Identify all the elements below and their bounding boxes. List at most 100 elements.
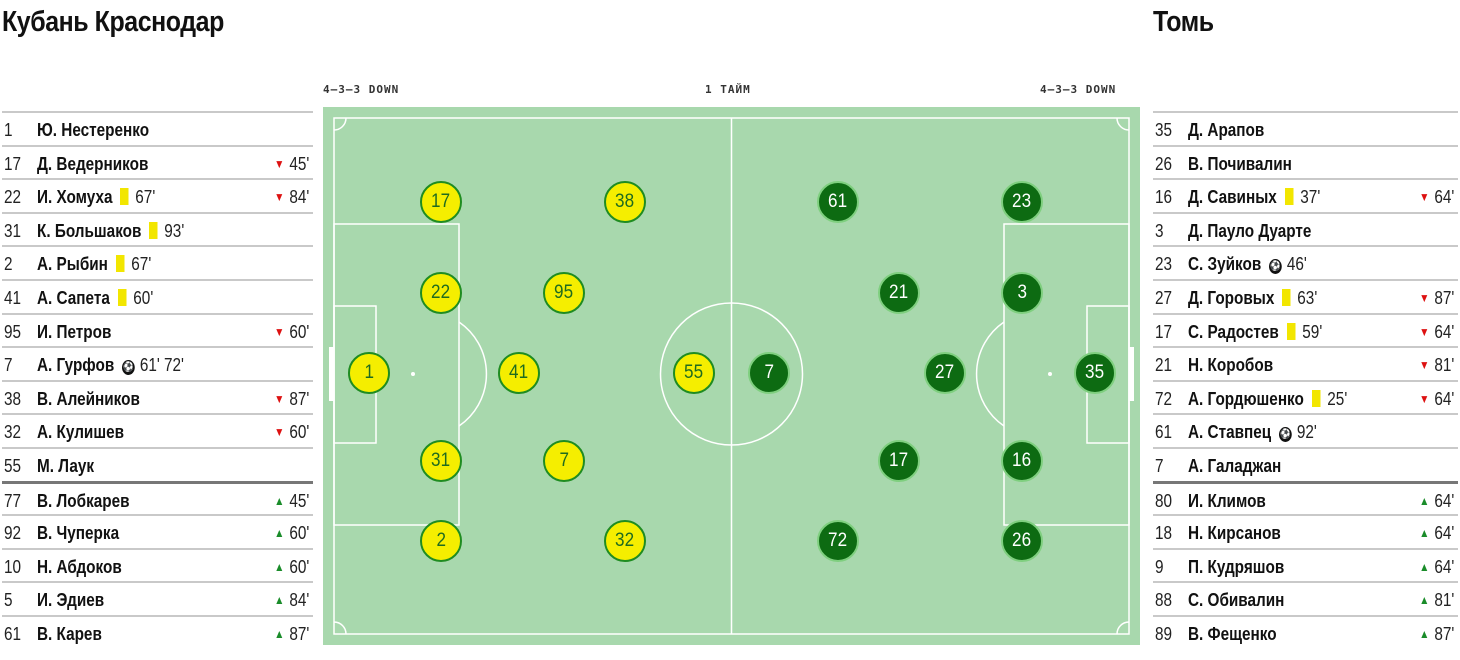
sub-minute: 64' [1434,556,1454,577]
yellow-card-icon [1286,322,1296,340]
home-player-marker[interactable]: 7 [543,440,585,482]
away-formation: 4–3–3 DOWN [1040,83,1117,96]
goal-ball-icon: ⚽ [122,360,135,376]
player-name: В. Лобкарев [37,490,130,511]
player-name: А. Гордюшенко [1188,388,1304,409]
player-number: 88 [1155,590,1173,611]
player-number: 10 [4,556,22,577]
substitution: ▼84' [274,187,309,208]
player-name: В. Алейников [37,388,140,409]
player-marker-number: 35 [1085,362,1105,383]
sub-minute: 84' [289,187,309,208]
home-player-marker[interactable]: 95 [543,272,585,314]
away-player-marker[interactable]: 7 [748,352,790,394]
roster-row: 41 А. Сапета 60' [2,278,313,313]
player-marker-number: 38 [615,191,635,212]
home-player-marker[interactable]: 55 [673,352,715,394]
substitution: ▼87' [1419,288,1454,309]
substitution: ▲60' [274,523,309,544]
home-player-marker[interactable]: 2 [420,520,462,562]
substitution: ▲64' [1419,523,1454,544]
player-events: 67' [115,254,152,275]
player-events: 60' [117,287,154,309]
away-player-marker[interactable]: 72 [817,520,859,562]
yellow-card-icon [1282,288,1291,306]
away-player-marker[interactable]: 16 [1001,440,1043,482]
sub-minute: 60' [289,523,309,544]
player-events: 63' [1282,288,1318,309]
home-player-marker[interactable]: 38 [604,181,646,223]
yellow-card-icon [117,288,127,306]
away-player-marker[interactable]: 61 [817,181,859,223]
player-number: 9 [1155,556,1164,577]
player-marker-number: 27 [935,362,955,383]
sub-minute: 60' [289,321,309,342]
home-player-marker[interactable]: 31 [420,440,462,482]
player-name: Ю. Нестеренко [37,120,150,140]
player-number: 41 [4,287,22,308]
card-minute: 37' [1300,187,1321,208]
player-number: 55 [4,455,22,476]
player-number: 18 [1155,523,1173,544]
half-label: 1 ТАЙМ [705,83,751,96]
sub-minute: 60' [289,556,309,577]
player-name: К. Большаков [37,220,142,241]
away-player-marker[interactable]: 3 [1001,272,1043,314]
home-player-marker[interactable]: 22 [420,272,462,314]
home-player-marker[interactable]: 1 [348,352,390,394]
away-player-marker[interactable]: 23 [1001,181,1043,223]
home-player-marker[interactable]: 32 [604,520,646,562]
player-name: В. Карев [37,623,102,644]
player-events: 25' [1311,389,1347,410]
player-marker-number: 61 [828,191,848,212]
yellow-card-icon [1284,188,1294,206]
sub-in-arrow-icon: ▲ [273,593,284,608]
player-name: И. Климов [1188,490,1266,511]
player-events: 67' [120,187,156,208]
player-marker-number: 17 [889,450,909,471]
player-name: А. Сапета [37,287,110,308]
substitution: ▲64' [1419,557,1454,578]
away-player-marker[interactable]: 26 [1001,520,1043,562]
player-name: В. Фещенко [1188,623,1277,644]
sub-minute: 64' [1434,187,1454,208]
away-player-marker[interactable]: 21 [878,272,920,314]
player-number: 21 [1155,355,1173,376]
player-name: Н. Абдоков [37,556,122,577]
player-name: В. Почивалин [1188,153,1292,174]
player-events: 93' [149,221,185,242]
sub-out-arrow-icon: ▼ [1418,190,1429,205]
player-name: С. Зуйков [1188,254,1262,275]
player-number: 1 [4,120,13,140]
roster-row: 89 В. Фещенко ▲87' [1153,614,1458,649]
sub-minute: 87' [289,623,309,644]
player-number: 2 [4,254,13,275]
away-team-title: Томь [1153,6,1214,38]
player-number: 22 [4,187,22,208]
home-player-marker[interactable]: 41 [498,352,540,394]
substitution: ▲87' [1419,624,1454,645]
player-number: 7 [1155,455,1164,476]
player-marker-number: 31 [431,450,451,471]
player-number: 16 [1155,187,1173,208]
away-player-marker[interactable]: 27 [924,352,966,394]
yellow-card-icon [120,188,129,206]
home-player-marker[interactable]: 17 [420,181,462,223]
player-name: И. Эдиев [37,590,105,611]
card-minute: 67' [131,254,152,275]
substitution: ▲87' [274,624,309,645]
player-number: 89 [1155,623,1173,644]
card-minute: 60' [133,287,154,308]
away-player-marker[interactable]: 17 [878,440,920,482]
away-player-marker[interactable]: 35 [1074,352,1116,394]
goal-minutes: 46' [1287,254,1308,275]
sub-minute: 64' [1434,490,1454,511]
